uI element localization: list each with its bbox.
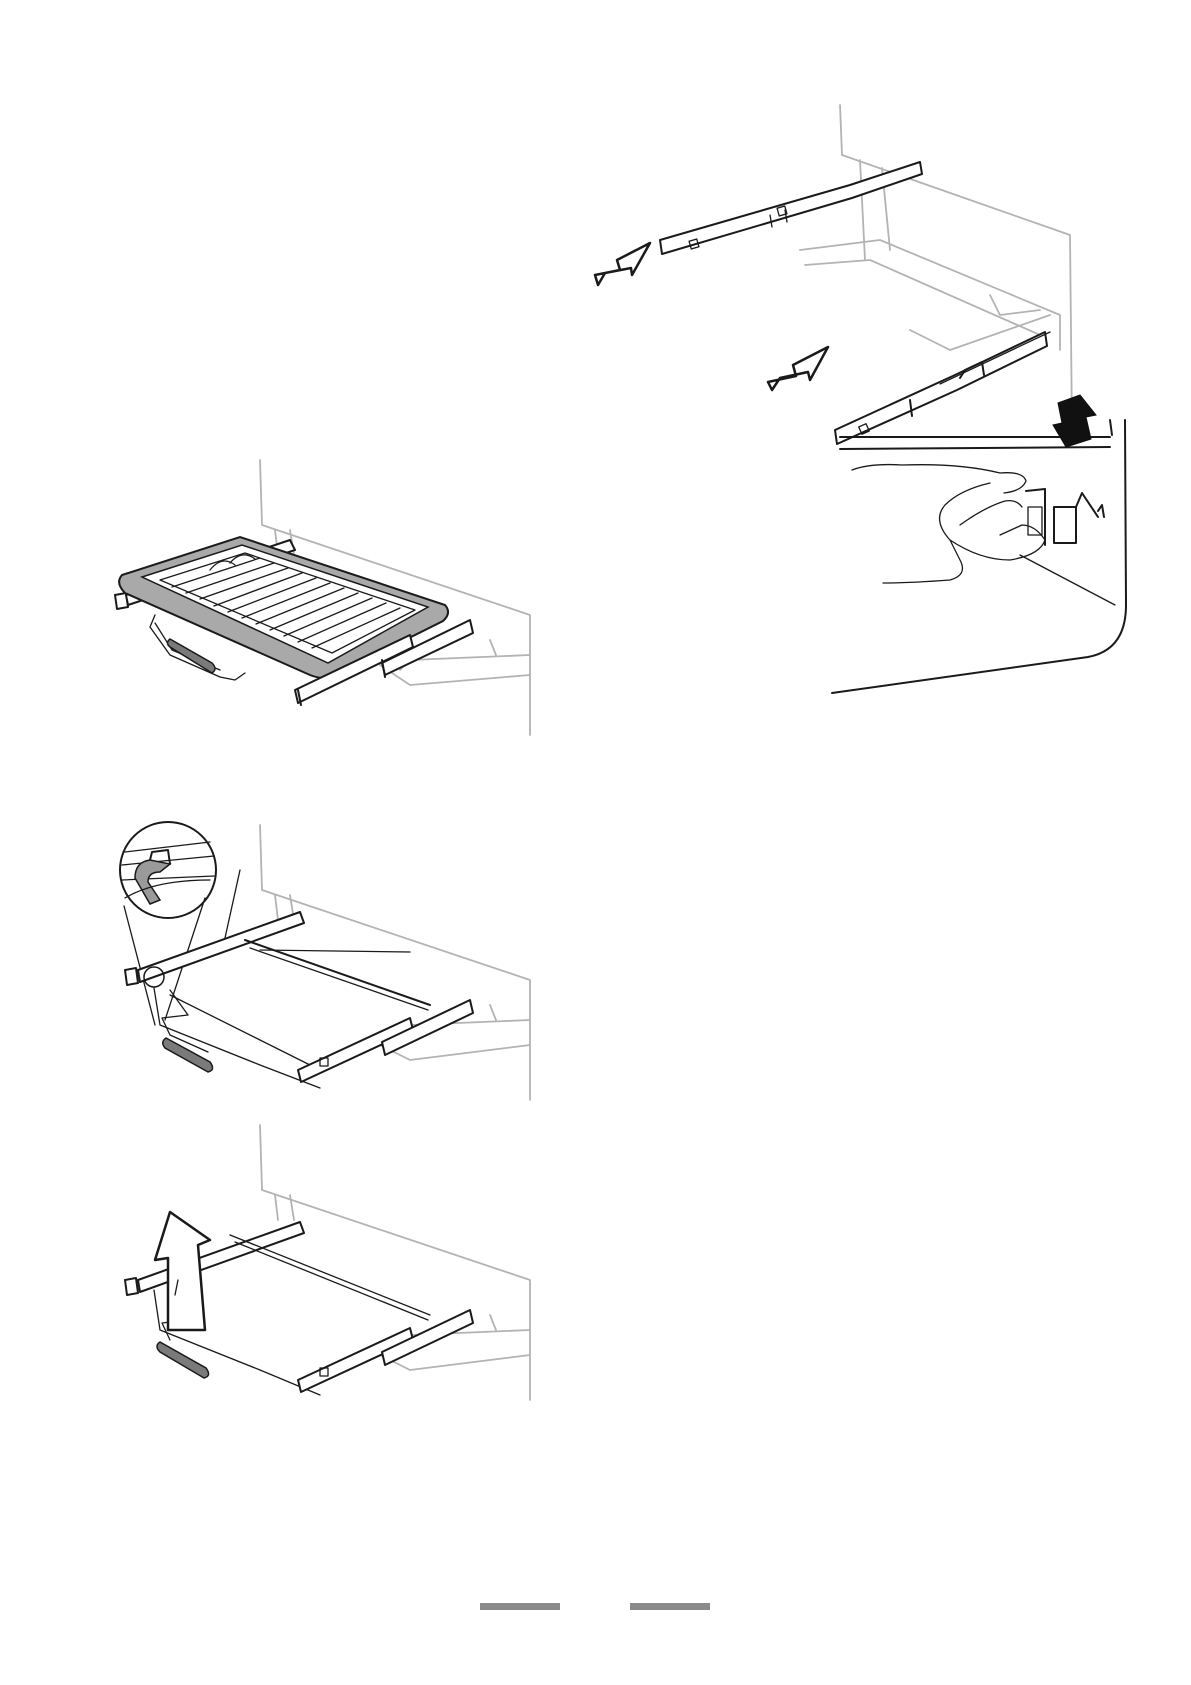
footer-truncated-text (590, 1675, 850, 1685)
fig-rails-insert (620, 100, 1100, 420)
fig-frame-lift-out (110, 1120, 530, 1410)
grip-handle (168, 639, 216, 673)
grip-handle (157, 1342, 209, 1378)
magnifier-detail (120, 822, 216, 1025)
outline-arrow-icon (768, 347, 828, 390)
fig-frame-mounting-detail (110, 820, 530, 1110)
footer-bar-right (630, 1603, 710, 1610)
fig-grill-pan-on-frame (110, 455, 530, 725)
hand (852, 465, 1026, 493)
outline-arrow-icon (595, 243, 650, 285)
fig-rail-clip-release (840, 425, 1130, 700)
footer-bar-left (480, 1603, 560, 1610)
